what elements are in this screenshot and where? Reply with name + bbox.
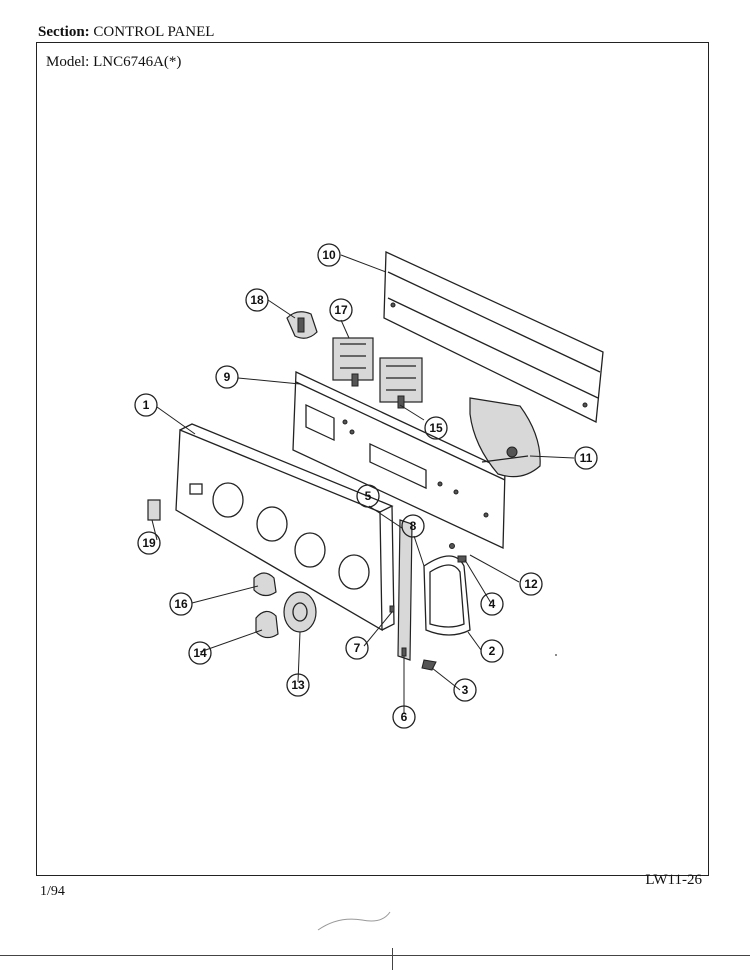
diagram-frame [36,42,709,876]
part-1-console [175,423,395,632]
dot-mark [555,654,557,656]
revision-date: 1/94 [40,884,65,899]
model-label: Model: [46,54,90,70]
leader-lines [151,254,575,714]
part-11-timer [469,397,541,478]
svg-text:19: 19 [142,536,156,550]
section-heading: Section: CONTROL PANEL [38,24,214,41]
part-4-clip [457,555,467,563]
svg-text:15: 15 [429,421,443,435]
model-value: LNC6746A(*) [93,54,182,70]
callout-13: 13 [286,673,310,697]
callout-1: 1 [134,393,158,417]
svg-text:18: 18 [250,293,264,307]
part-13-dial [283,591,317,633]
callout-4: 4 [480,592,504,616]
callout-8: 8 [401,514,425,538]
callout-10: 10 [317,243,341,267]
model-heading: Model: LNC6746A(*) [46,54,181,71]
svg-text:12: 12 [524,577,538,591]
part-19-switch [147,499,161,521]
svg-text:14: 14 [193,646,207,660]
part-18-switch [286,311,318,339]
part-5-bracket [397,519,413,661]
svg-text:5: 5 [365,489,372,503]
page-code: LW11-26 [645,872,702,888]
part-15-relay [379,357,423,409]
part-14-knob [255,610,279,639]
svg-text:6: 6 [401,710,408,724]
svg-text:10: 10 [322,248,336,262]
callout-11: 11 [574,446,598,470]
svg-text:7: 7 [354,641,361,655]
callout-12: 12 [519,572,543,596]
part-10-rear-panel [383,250,604,423]
bottom-rule [0,955,750,956]
callout-3: 3 [453,678,477,702]
svg-text:2: 2 [489,644,496,658]
part-16-knob [253,572,277,597]
callout-14: 14 [188,641,212,665]
svg-text:17: 17 [334,303,348,317]
part-3-clip [421,659,437,671]
part-9-board [292,370,506,550]
svg-text:3: 3 [462,683,469,697]
svg-text:4: 4 [489,597,496,611]
callout-17: 17 [329,298,353,322]
scribble-mark [317,911,391,931]
part-2-endcap [423,555,471,636]
part-7-screw [389,605,395,613]
callout-6: 6 [392,705,416,729]
bottom-tick [392,948,393,970]
svg-text:1: 1 [143,398,150,412]
callout-5: 5 [356,484,380,508]
svg-text:8: 8 [410,519,417,533]
svg-text:9: 9 [224,370,231,384]
callout-16: 16 [169,592,193,616]
section-label: Section: [38,24,90,40]
svg-text:11: 11 [580,451,593,465]
callout-15: 15 [424,416,448,440]
callout-18: 18 [245,288,269,312]
callout-2: 2 [480,639,504,663]
part-12-screw [449,543,455,549]
callout-7: 7 [345,636,369,660]
part-6-screw [401,647,407,657]
callout-9: 9 [215,365,239,389]
svg-text:13: 13 [291,678,305,692]
section-value: CONTROL PANEL [93,24,215,40]
part-17-relay [332,337,374,387]
callout-19: 19 [137,531,161,555]
svg-text:16: 16 [174,597,188,611]
